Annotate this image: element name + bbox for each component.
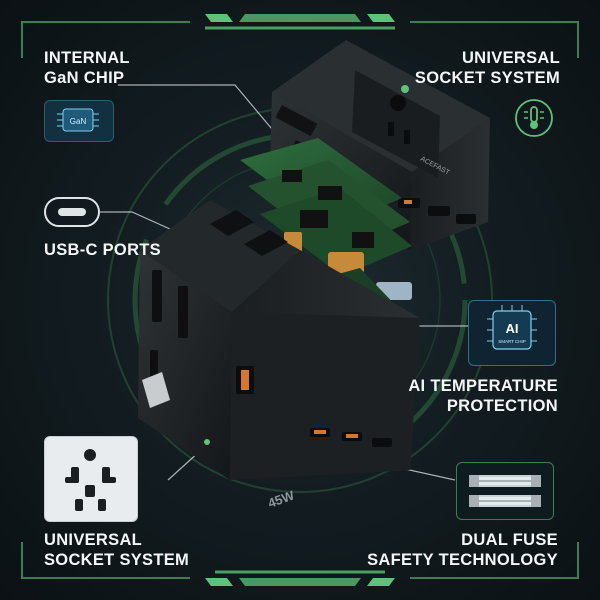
label-internal-gan-chip: INTERNAL GaN CHIP	[44, 48, 130, 88]
gan-chip-icon: GaN	[44, 100, 114, 142]
label-line: AI TEMPERATURE	[408, 377, 558, 395]
gan-chip-text: GaN	[70, 117, 87, 126]
label-line: DUAL FUSE	[461, 531, 558, 549]
ai-chip-main-text: AI	[506, 321, 519, 336]
top-chevrons-icon	[205, 14, 395, 22]
label-line: SAFETY TECHNOLOGY	[367, 551, 558, 569]
main-adapter-body: 45W	[138, 200, 420, 511]
label-line: GaN CHIP	[44, 69, 125, 87]
label-universal-socket-top: UNIVERSAL SOCKET SYSTEM	[415, 48, 560, 88]
label-line: SOCKET SYSTEM	[414, 69, 560, 87]
bottom-chevrons-icon	[205, 578, 395, 586]
label-line: INTERNAL	[44, 49, 130, 67]
label-ai-temperature: AI TEMPERATURE PROTECTION	[408, 376, 558, 416]
label-dual-fuse: DUAL FUSE SAFETY TECHNOLOGY	[367, 530, 558, 570]
thermometer-icon	[514, 98, 554, 138]
label-usb-c-ports: USB-C PORTS	[44, 240, 161, 260]
label-line: PROTECTION	[446, 397, 558, 415]
label-universal-socket-bottom: UNIVERSAL SOCKET SYSTEM	[44, 530, 189, 570]
label-line: SOCKET SYSTEM	[44, 551, 190, 569]
label-line: UNIVERSAL	[44, 531, 143, 549]
wattage-mark: 45W	[266, 487, 297, 510]
ai-chip-sub-text: SMART CHIP	[498, 339, 526, 344]
universal-socket-icon	[44, 436, 138, 522]
label-line: UNIVERSAL	[461, 49, 560, 67]
ai-smart-chip-icon: AI SMART CHIP	[468, 300, 556, 366]
dual-fuse-icon	[456, 462, 554, 520]
label-line: USB-C PORTS	[44, 241, 161, 259]
usb-c-port-icon	[44, 197, 100, 227]
